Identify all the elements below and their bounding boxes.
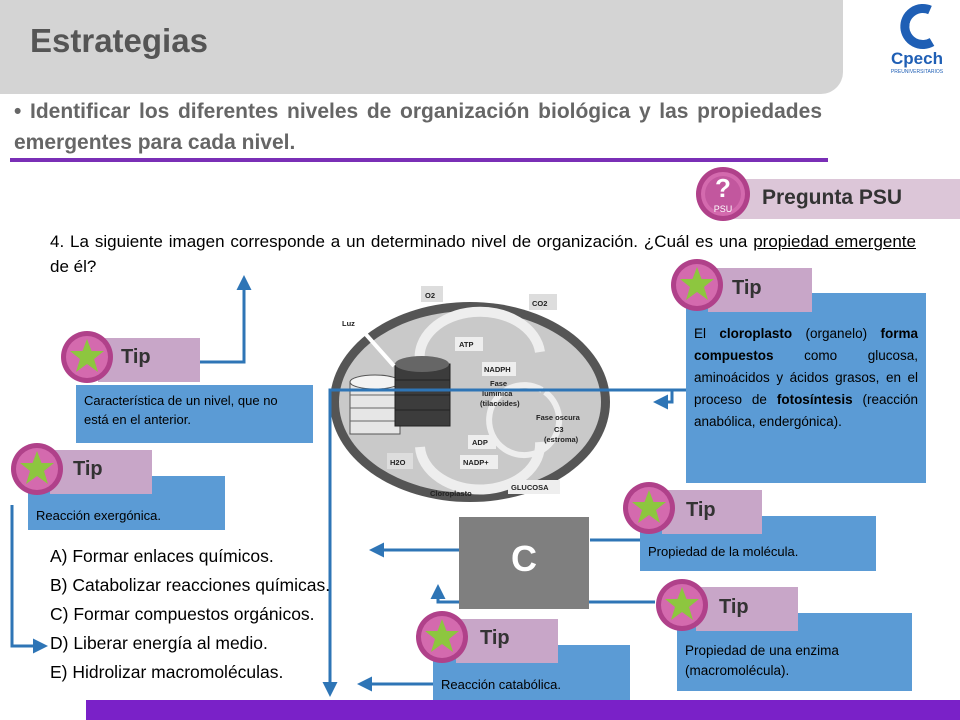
label-h2o: H2O <box>390 458 406 467</box>
label-fase-luminica-3: (tilacoides) <box>480 399 520 408</box>
tip-3-text-2: (organelo) <box>792 326 881 341</box>
label-fase-oscura-2: C3 <box>554 425 564 434</box>
divider <box>10 158 828 162</box>
tip-3-header-overlay <box>708 268 812 312</box>
tip-1-header <box>98 338 200 382</box>
star-icon <box>416 611 468 663</box>
label-cloroplasto: Cloroplasto <box>430 489 472 498</box>
tip-5-label: Tip <box>719 596 749 618</box>
psu-badge-label: Pregunta PSU <box>762 186 903 209</box>
label-adp: ADP <box>472 438 488 447</box>
option-d[interactable]: D) Liberar energía al medio. <box>50 633 268 653</box>
star-icon <box>11 443 63 495</box>
label-fase-oscura-1: Fase oscura <box>536 413 581 422</box>
question-underlined: propiedad emergente <box>753 232 916 251</box>
answer-letter: C <box>511 538 537 579</box>
question-text: 4. La siguiente imagen corresponde a un … <box>50 229 916 279</box>
tip-1-body: Característica de un nivel, que no está … <box>76 385 313 443</box>
question-text-after: de él? <box>50 257 97 276</box>
label-nadph: NADPH <box>484 365 511 374</box>
tip-3-text-5: fotosíntesis <box>776 392 853 407</box>
label-luz: Luz <box>342 319 355 328</box>
option-a[interactable]: A) Formar enlaces químicos. <box>50 546 274 566</box>
logo-text: Cpech <box>891 49 943 68</box>
label-o2: O2 <box>425 291 435 300</box>
logo-subtext: PREUNIVERSITARIOS <box>891 69 944 75</box>
answer-options: A) Formar enlaces químicos. B) Cataboliz… <box>50 542 330 687</box>
psu-icon-text: PSU <box>714 204 733 214</box>
star-icon <box>61 331 113 383</box>
option-b[interactable]: B) Catabolizar reacciones químicas. <box>50 575 331 595</box>
tip-3-text-6: (reacción anabólica, endergónica). <box>694 392 919 429</box>
page-title: Estrategias <box>30 22 208 59</box>
option-e[interactable]: E) Hidrolizar macromoléculas. <box>50 662 284 682</box>
label-nadp: NADP+ <box>463 458 489 467</box>
psu-badge-bar <box>733 179 960 219</box>
answer-box <box>459 517 589 609</box>
tip-4-label: Tip <box>686 499 716 521</box>
tip-5-header <box>696 587 798 631</box>
footer-bar <box>86 700 960 720</box>
tip-1-label: Tip <box>121 346 151 368</box>
title-bar <box>0 0 843 94</box>
tip-2-header-overlay <box>50 450 152 494</box>
tip-3-text-4: como glucosa, aminoácidos y ácidos graso… <box>694 348 918 407</box>
label-fase-luminica-2: lumínica <box>482 389 513 398</box>
label-co2: CO2 <box>532 299 547 308</box>
tip-3-label-overlay: Tip <box>732 277 762 299</box>
star-icon <box>671 259 723 311</box>
star-icon <box>656 579 708 631</box>
chloroplast-figure: Luz O2 CO2 ATP NADPH Fase lumínica (tila… <box>330 286 610 502</box>
label-atp: ATP <box>459 340 473 349</box>
tip-6-label: Tip <box>480 627 510 649</box>
learning-objective: • Identificar los diferentes niveles de … <box>14 100 822 154</box>
cpech-logo: Cpech PREUNIVERSITARIOS <box>891 4 944 75</box>
psu-icon-glyph: ? <box>715 173 731 203</box>
star-icon <box>623 482 675 534</box>
option-c[interactable]: C) Formar compuestos orgánicos. <box>50 604 315 624</box>
arrow-tip-3 <box>653 388 686 410</box>
label-fase-oscura-3: (estroma) <box>544 435 579 444</box>
label-glucosa: GLUCOSA <box>511 483 549 492</box>
tip-3-text-3: forma compuestos <box>694 326 918 363</box>
tip-2-label-overlay: Tip <box>73 458 103 480</box>
tip-6-header <box>456 619 558 663</box>
label-fase-luminica-1: Fase <box>490 379 507 388</box>
arrow-tip-1 <box>200 275 252 364</box>
tip-3-text-0: El <box>694 326 720 341</box>
question-mark-icon: ? PSU <box>696 167 750 221</box>
tip-3-body: El cloroplasto (organelo) forma compuest… <box>686 315 926 483</box>
tip-3-text-1: cloroplasto <box>719 326 793 341</box>
tip-4-header <box>662 490 762 534</box>
question-text-before: 4. La siguiente imagen corresponde a un … <box>50 232 754 251</box>
